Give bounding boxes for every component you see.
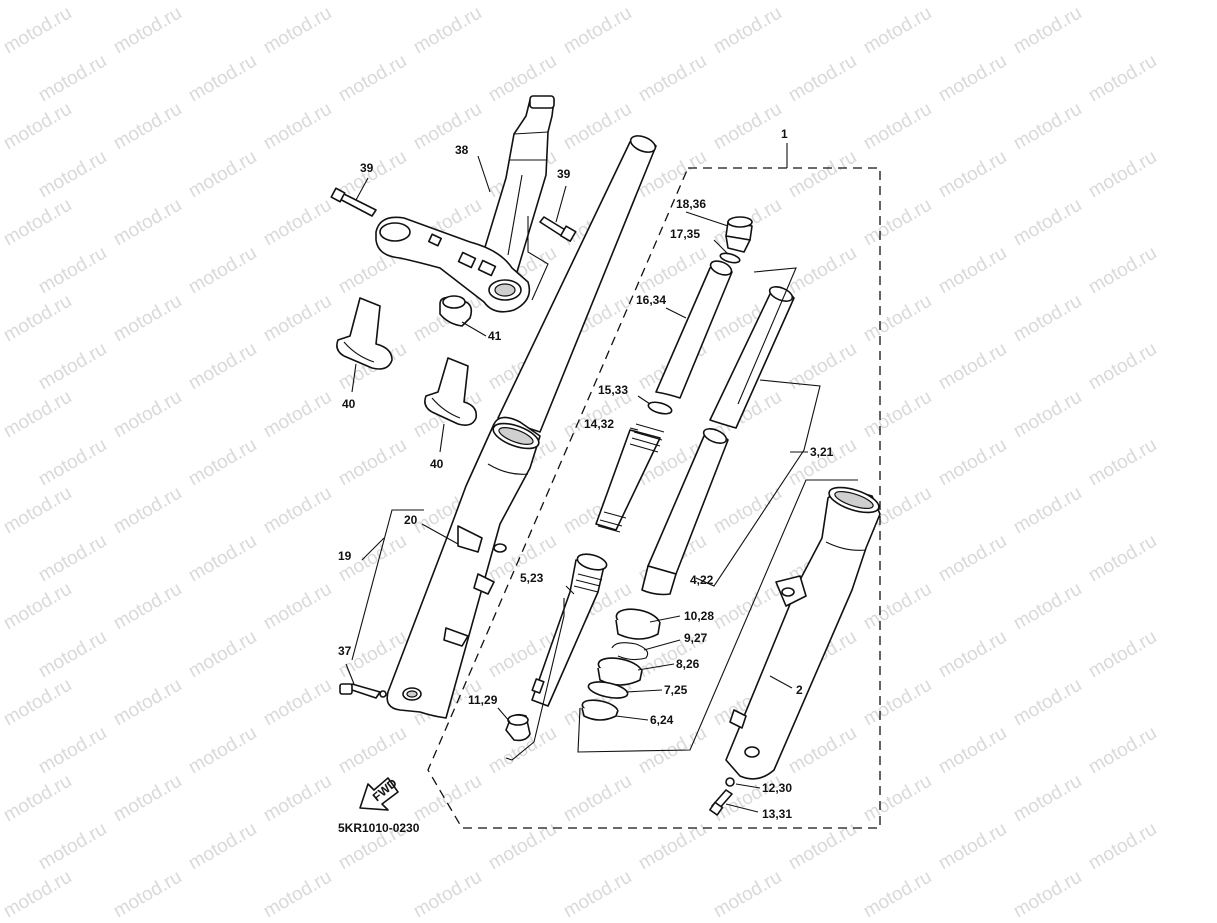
callout-20: 20 [404, 513, 418, 527]
assembly-boundary [427, 143, 881, 829]
drain-bolt-37 [339, 683, 387, 699]
callout-6-24: 6,24 [650, 713, 674, 727]
callout-41: 41 [488, 329, 502, 343]
callout-9-27: 9,27 [684, 631, 708, 645]
callout-7-25: 7,25 [664, 683, 688, 697]
callout-39-left: 39 [360, 161, 374, 175]
callout-18-36: 18,36 [676, 197, 706, 211]
callout-8-26: 8,26 [676, 657, 700, 671]
inner-tube-left [497, 135, 657, 433]
callout-11-29: 11,29 [468, 693, 498, 707]
inner-tube-right-upper [709, 286, 795, 429]
outer-tube-left [386, 416, 541, 719]
stopper-ring-9 [611, 642, 649, 661]
callout-13-31: 13,31 [762, 807, 792, 821]
callout-3-21: 3,21 [810, 445, 834, 459]
fork-spring-spacer [655, 260, 733, 399]
bushing-6 [581, 699, 619, 721]
collar-part [439, 295, 473, 327]
fwd-arrow-icon [359, 777, 399, 811]
callout-15-33: 15,33 [598, 383, 628, 397]
cable-guide-lower [424, 357, 478, 426]
callout-37: 37 [338, 644, 352, 658]
callout-12-30: 12,30 [762, 781, 792, 795]
washer-12 [725, 777, 735, 787]
bracket-bolt-right [539, 216, 577, 242]
callout-10-28: 10,28 [684, 609, 714, 623]
damper-rod-part [531, 553, 608, 707]
callout-38: 38 [455, 143, 469, 157]
o-ring-17 [719, 252, 741, 264]
rebound-spring-part [595, 423, 665, 533]
cable-guide-upper [336, 297, 393, 370]
callout-2: 2 [796, 683, 803, 697]
diagram-code: 5KR1010-0230 [338, 821, 420, 835]
washer-7 [587, 681, 629, 699]
callout-40-lower: 40 [430, 457, 444, 471]
outer-tube-right [725, 486, 881, 780]
callout-39-right: 39 [557, 167, 571, 181]
callout-labels: 1 38 39 39 41 40 40 20 19 37 18,36 17,35… [338, 127, 834, 835]
oil-seal-8 [597, 657, 643, 686]
callout-5-23: 5,23 [520, 571, 544, 585]
callout-17-35: 17,35 [670, 227, 700, 241]
callout-4-22: 4,22 [690, 573, 714, 587]
under-bracket-part [375, 216, 531, 313]
callout-1: 1 [781, 127, 788, 141]
bracket-bolt-left [330, 187, 377, 217]
leader-lines [345, 155, 858, 813]
callout-16-34: 16,34 [636, 293, 666, 307]
cap-bolt-18 [725, 216, 753, 253]
dust-seal-10 [615, 608, 661, 640]
inner-tube-right-lower [641, 428, 729, 596]
bolt-13 [709, 789, 733, 816]
callout-19: 19 [338, 549, 352, 563]
callout-40-upper: 40 [342, 397, 356, 411]
washer-15 [647, 401, 673, 415]
oil-lock-piece [505, 713, 531, 742]
callout-14-32: 14,32 [584, 417, 614, 431]
